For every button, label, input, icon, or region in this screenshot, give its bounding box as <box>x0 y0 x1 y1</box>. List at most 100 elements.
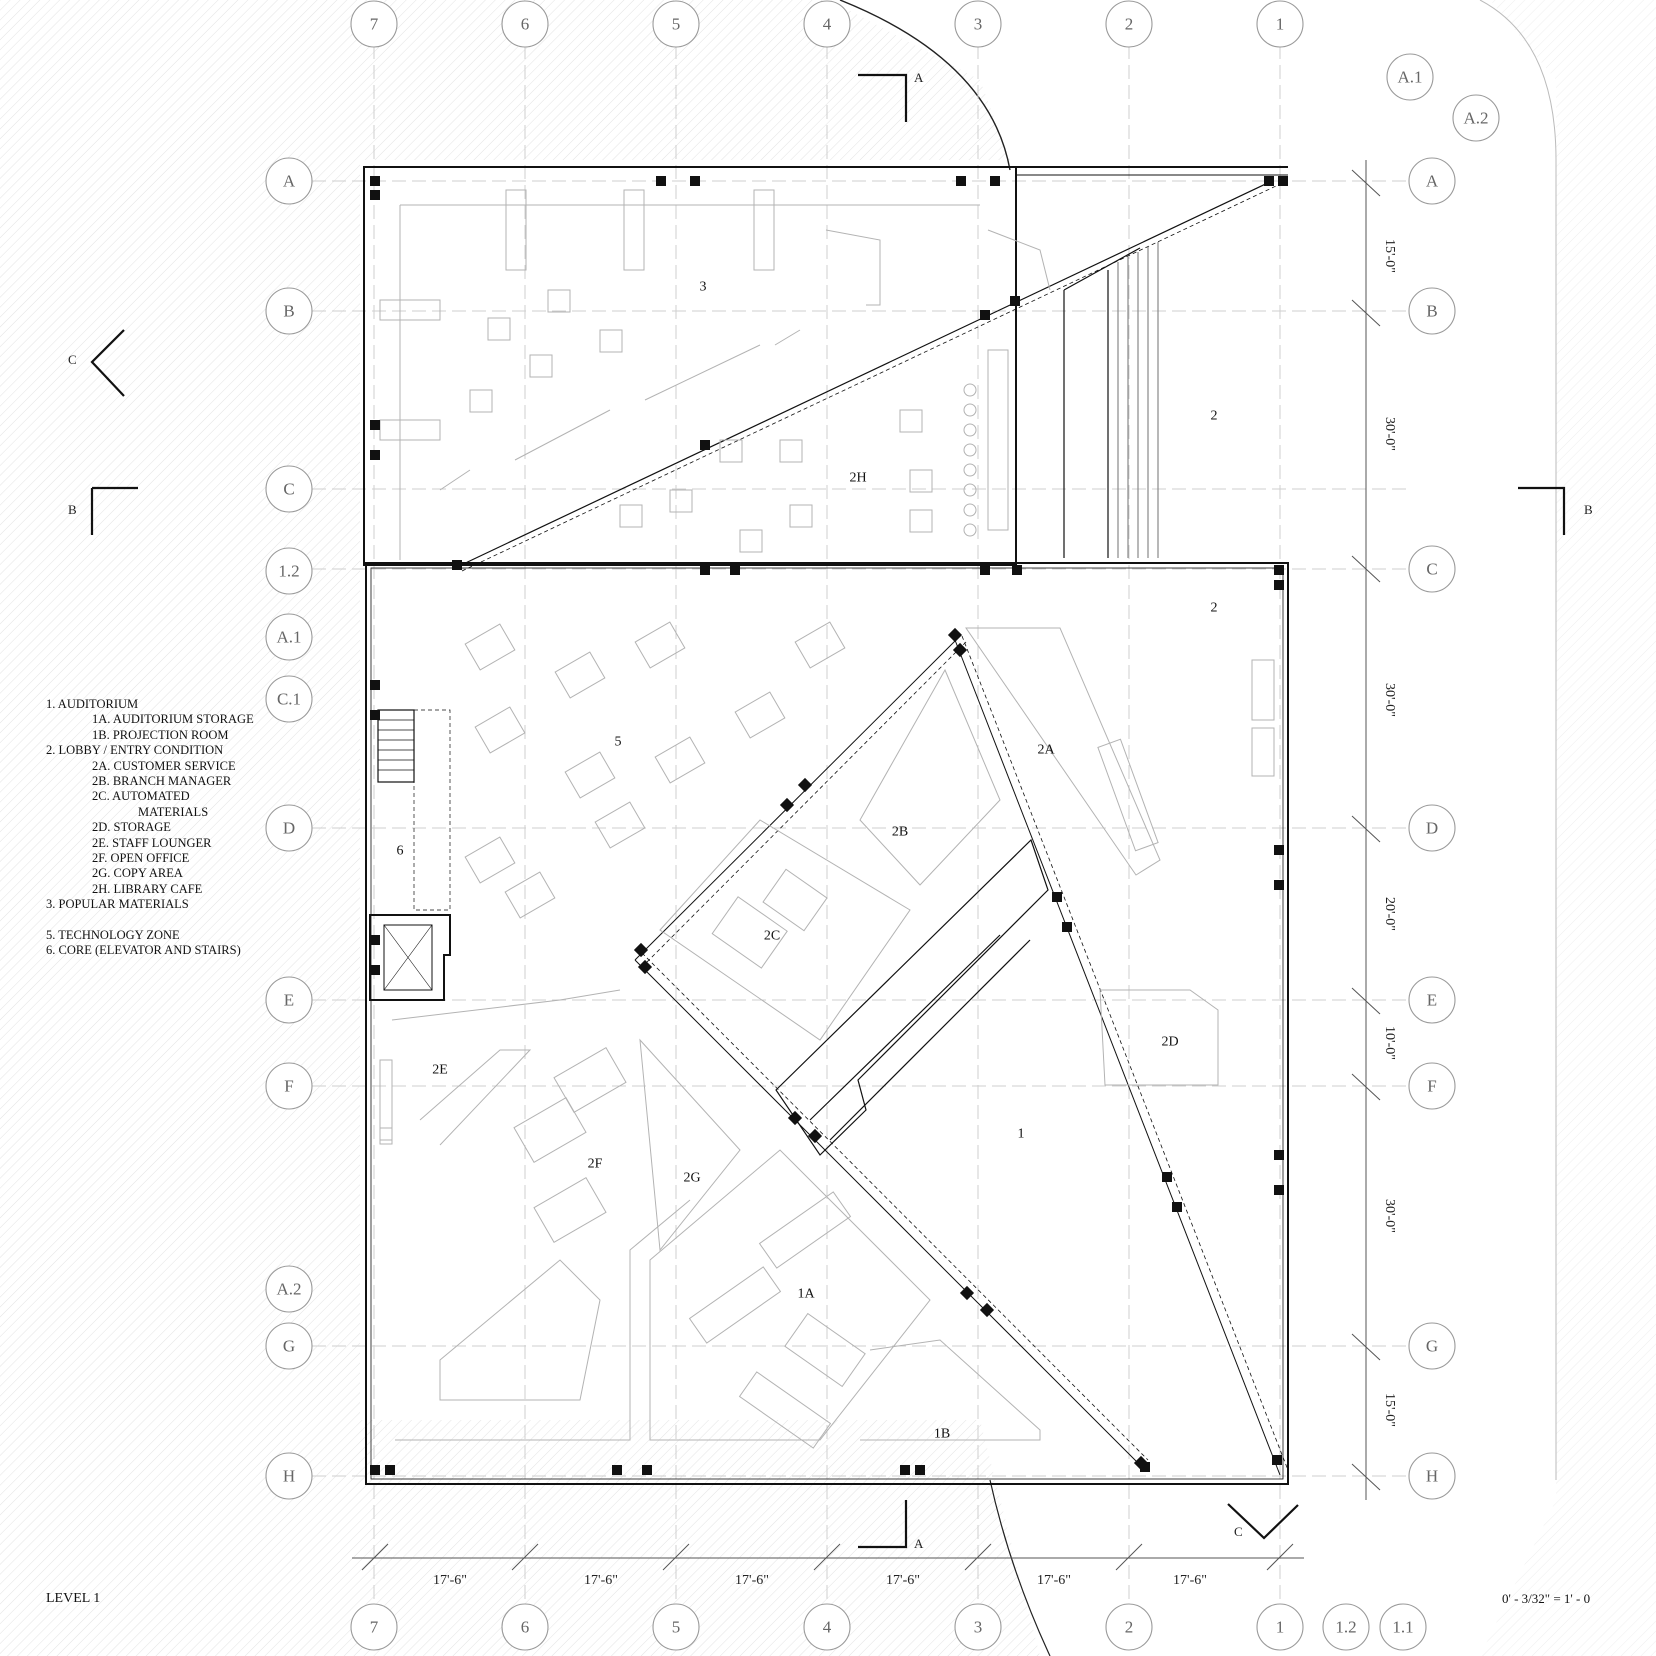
svg-text:1.2: 1.2 <box>278 562 299 581</box>
dimension-bottom-3: 17'-6" <box>735 1573 769 1588</box>
grid-bubble-row-g-left: G <box>265 1322 313 1370</box>
section-label-c-left: C <box>68 352 77 367</box>
section-label-b-left: B <box>68 502 77 517</box>
svg-text:5: 5 <box>672 15 681 34</box>
room-label-2h: 2H <box>849 471 866 486</box>
auditorium-stairs <box>775 242 1159 1156</box>
grid-bubble-col-1-bottom: 1 <box>1256 1603 1304 1651</box>
grid-bubble-col-3-bottom: 3 <box>954 1603 1002 1651</box>
grid-bubble-row-g-right: G <box>1408 1322 1456 1370</box>
grid-bubble-row-f-left: F <box>265 1062 313 1110</box>
svg-text:G: G <box>1426 1337 1438 1356</box>
room-label-2d: 2D <box>1161 1035 1178 1050</box>
section-marker-c-right <box>1227 1503 1299 1540</box>
svg-text:7: 7 <box>370 15 379 34</box>
grid-bubble-col-6-top: 6 <box>501 0 549 48</box>
section-marker-b-left <box>90 486 138 535</box>
grid-bubble-row-d-left: D <box>265 804 313 852</box>
grid-bubble-row-h-right: H <box>1408 1452 1456 1500</box>
svg-text:1: 1 <box>1276 1618 1285 1637</box>
grid-bubble-row-a1-left: A.1 <box>265 613 313 661</box>
dimension-bottom-1: 17'-6" <box>433 1573 467 1588</box>
legend-item: 2. LOBBY / ENTRY CONDITION <box>46 743 224 758</box>
svg-text:2: 2 <box>1125 15 1134 34</box>
grid-bubble-col-4-bottom: 4 <box>803 1603 851 1651</box>
legend-item: 2E. STAFF LOUNGER <box>92 835 212 850</box>
grid-bubble-row-d-right: D <box>1408 804 1456 852</box>
svg-text:4: 4 <box>823 15 832 34</box>
svg-text:A.1: A.1 <box>276 628 301 647</box>
grid-bubble-row-b-left: B <box>265 287 313 335</box>
svg-text:3: 3 <box>974 15 983 34</box>
grid-bubble-row-c1-left: C.1 <box>265 675 313 723</box>
svg-text:A.2: A.2 <box>276 1280 301 1299</box>
legend-item: 2C. AUTOMATED <box>92 789 190 804</box>
svg-text:A.2: A.2 <box>1463 109 1488 128</box>
section-marker-a-top <box>858 73 908 122</box>
grid-bubble-col-5-top: 5 <box>652 0 700 48</box>
room-label-5: 5 <box>615 735 622 750</box>
room-label-1a: 1A <box>797 1287 815 1302</box>
building-walls <box>363 166 1289 1485</box>
dimension-right-6: 30'-0" <box>1382 1199 1397 1233</box>
room-label-2e: 2E <box>432 1063 448 1078</box>
svg-text:C.1: C.1 <box>277 690 301 709</box>
grid-bubble-row-1-2-left: 1.2 <box>265 547 313 595</box>
svg-text:A.1: A.1 <box>1397 68 1422 87</box>
svg-text:D: D <box>1426 819 1438 838</box>
structural-columns <box>370 176 1288 1475</box>
grid-bubble-row-e-right: E <box>1408 976 1456 1024</box>
svg-text:1.2: 1.2 <box>1335 1618 1356 1637</box>
room-label-2c: 2C <box>764 929 780 944</box>
room-legend: 1. AUDITORIUM 1A. AUDITORIUM STORAGE 1B.… <box>46 697 254 959</box>
legend-item: 3. POPULAR MATERIALS <box>46 897 189 912</box>
drawing-title: LEVEL 1 <box>46 1591 101 1606</box>
room-label-1b: 1B <box>934 1427 950 1442</box>
grid-bubble-row-a-left: A <box>265 157 313 205</box>
dimension-right-7: 15'-0" <box>1382 1393 1397 1427</box>
grid-bubble-row-c-right: C <box>1408 545 1456 593</box>
svg-text:2: 2 <box>1125 1618 1134 1637</box>
legend-item: 1A. AUDITORIUM STORAGE <box>92 712 254 727</box>
dimension-bottom-6: 17'-6" <box>1173 1573 1207 1588</box>
section-label-a-top: A <box>914 70 924 85</box>
dimension-bottom-5: 17'-6" <box>1037 1573 1071 1588</box>
dimension-right-4: 20'-0" <box>1382 897 1397 931</box>
svg-text:C: C <box>283 480 294 499</box>
room-label-2a: 2A <box>1037 743 1055 758</box>
legend-item: 6. CORE (ELEVATOR AND STAIRS) <box>46 943 241 958</box>
room-label-2f: 2F <box>588 1157 603 1172</box>
dimension-right-2: 30'-0" <box>1382 417 1397 451</box>
grid-bubble-row-a2-left: A.2 <box>265 1265 313 1313</box>
grid-bubble-col-4-top: 4 <box>803 0 851 48</box>
dimension-right-1: 15'-0" <box>1382 239 1397 273</box>
dimension-bottom-2: 17'-6" <box>584 1573 618 1588</box>
grid-bubble-col-2-bottom: 2 <box>1105 1603 1153 1651</box>
legend-item: 5. TECHNOLOGY ZONE <box>46 928 180 943</box>
dimension-right-5: 10'-0" <box>1382 1026 1397 1060</box>
section-markers <box>90 73 1566 1549</box>
svg-text:1: 1 <box>1276 15 1285 34</box>
legend-item: 2B. BRANCH MANAGER <box>92 774 232 789</box>
legend-item: MATERIALS <box>138 804 209 819</box>
grid-bubble-row-c-left: C <box>265 465 313 513</box>
grid-bubble-1-1-bottom: 1.1 <box>1379 1603 1427 1651</box>
grid-bubble-row-f-right: F <box>1408 1062 1456 1110</box>
grid-bubble-col-7-top: 7 <box>350 0 398 48</box>
furniture <box>379 189 1275 1449</box>
svg-text:6: 6 <box>521 15 530 34</box>
svg-text:E: E <box>284 991 294 1010</box>
svg-text:B: B <box>283 302 294 321</box>
dimension-right-3: 30'-0" <box>1382 683 1397 717</box>
grid-bubble-col-6-bottom: 6 <box>501 1603 549 1651</box>
grid-bubble-row-b-right: B <box>1408 287 1456 335</box>
section-label-a-bottom: A <box>914 1536 924 1551</box>
section-marker-c-left <box>90 329 125 397</box>
grid-lines <box>312 45 1410 1600</box>
svg-text:E: E <box>1427 991 1437 1010</box>
grid-bubble-a2-top: A.2 <box>1452 94 1500 142</box>
grid-bubble-col-7-bottom: 7 <box>350 1603 398 1651</box>
svg-text:4: 4 <box>823 1618 832 1637</box>
grid-bubble-row-a-right: A <box>1408 157 1456 205</box>
